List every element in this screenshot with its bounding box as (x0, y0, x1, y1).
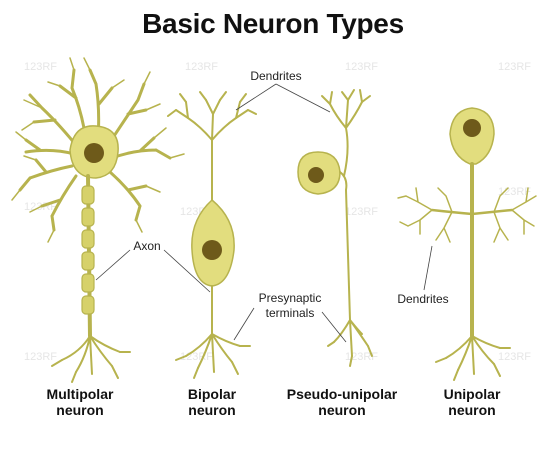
watermark-text: 123RF (345, 61, 378, 73)
axon-label: Axon (133, 239, 160, 253)
caption-pseudo-unipolar-line2: neuron (318, 402, 365, 418)
caption-pseudo-unipolar-line1: Pseudo-unipolar (287, 386, 398, 402)
watermark-text: 123RF (24, 61, 57, 73)
caption-bipolar-line1: Bipolar (188, 386, 237, 402)
dendrites-label-right: Dendrites (397, 292, 448, 306)
watermark-text: 123RF (345, 351, 378, 363)
caption-unipolar-line2: neuron (448, 402, 495, 418)
caption-multipolar-line1: Multipolar (47, 386, 114, 402)
presynaptic-label-line1: Presynaptic (259, 291, 322, 305)
caption-bipolar-line2: neuron (188, 402, 235, 418)
diagram-title: Basic Neuron Types (142, 8, 404, 39)
leader-line (163, 249, 211, 293)
presynaptic-label-line2: terminals (266, 306, 315, 320)
bipolar-neuron (167, 91, 257, 379)
unipolar-neuron (397, 107, 537, 381)
caption-multipolar-line2: neuron (56, 402, 103, 418)
leader-line (275, 83, 331, 113)
watermark-text: 123RF (498, 351, 531, 363)
leader-line (95, 249, 131, 281)
leader-lines (95, 83, 433, 343)
pseudo-unipolar-neuron (297, 89, 373, 367)
watermark-group: 123RF 123RF 123RF 123RF 123RF 123RF 123R… (24, 61, 531, 363)
leader-line (235, 83, 277, 111)
watermark-text: 123RF (24, 351, 57, 363)
watermark-text: 123RF (345, 206, 378, 218)
multipolar-neuron (11, 57, 185, 383)
leader-line (423, 245, 433, 291)
caption-unipolar-line1: Unipolar (444, 386, 501, 402)
leader-line (233, 307, 255, 341)
dendrites-label-top: Dendrites (250, 69, 301, 83)
watermark-text: 123RF (185, 61, 218, 73)
leader-line (321, 311, 347, 343)
watermark-text: 123RF (498, 61, 531, 73)
